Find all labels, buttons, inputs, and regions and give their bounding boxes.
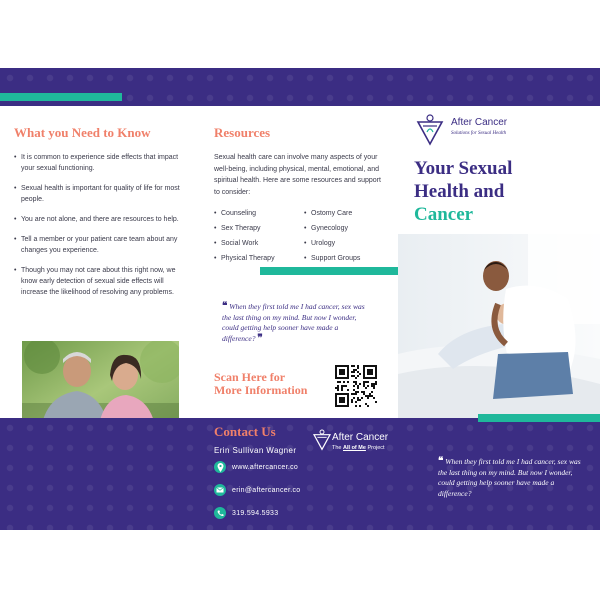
- resources-col-1: Counseling Sex Therapy Social Work Physi…: [214, 207, 304, 267]
- location-pin-icon: [214, 461, 226, 473]
- contact-logo: After Cancer The All of Me Project: [312, 428, 402, 458]
- middle-panel: Resources Sexual health care can involve…: [214, 125, 384, 267]
- email-icon: [214, 484, 226, 496]
- scan-heading-line-1: Scan Here for: [214, 370, 286, 384]
- tagline-suffix: Project: [367, 445, 385, 451]
- resource-item: Gynecology: [304, 222, 384, 235]
- resource-item: Urology: [304, 237, 384, 250]
- cover-title-line-2: Health and: [414, 181, 505, 202]
- contact-phone[interactable]: 319.594.5933: [232, 509, 279, 517]
- middle-quote: ❝ When they first told me I had cancer, …: [222, 301, 372, 344]
- scan-heading-line-2: More Information: [214, 383, 308, 397]
- after-cancer-logo-icon: [416, 114, 444, 146]
- resource-item: Physical Therapy: [214, 252, 304, 265]
- teal-accent-bottom-right: [478, 414, 600, 422]
- contact-logo-tagline: The All of Me Project: [332, 445, 385, 451]
- cover-title-line-1: Your Sexual: [414, 158, 513, 179]
- cover-couple-photo: [398, 234, 600, 418]
- info-bullets: It is common to experience side effects …: [14, 152, 184, 298]
- teal-accent-middle: [260, 267, 398, 275]
- open-quote-mark: ❝: [222, 301, 228, 312]
- resource-item: Support Groups: [304, 252, 384, 265]
- cover-quote: ❝ When they first told me I had cancer, …: [438, 456, 588, 499]
- resources-intro: Sexual health care can involve many aspe…: [214, 154, 381, 196]
- contact-email[interactable]: erin@aftercancer.co: [232, 486, 301, 494]
- brochure: What you Need to Know It is common to ex…: [0, 68, 600, 530]
- contact-website[interactable]: www.aftercancer.co: [232, 463, 299, 471]
- tagline-prefix: The: [332, 445, 342, 451]
- close-quote-mark: ❞: [257, 332, 263, 344]
- resource-item: Social Work: [214, 237, 304, 250]
- contact-logo-name: After Cancer: [332, 432, 389, 443]
- tagline-em: All of Me: [343, 445, 366, 451]
- resource-item: Sex Therapy: [214, 222, 304, 235]
- cover-title-line-3: Cancer: [414, 204, 474, 225]
- qr-code[interactable]: [335, 365, 377, 407]
- middle-quote-text: When they first told me I had cancer, se…: [222, 302, 365, 343]
- cover-logo: After Cancer Solutions for Sexual Health: [415, 112, 555, 152]
- bottom-band: [0, 418, 600, 530]
- teal-accent-top-left: [0, 93, 122, 101]
- contact-email-row[interactable]: erin@aftercancer.co: [214, 484, 300, 496]
- open-quote-mark: ❝: [438, 456, 444, 467]
- bullet-item: It is common to experience side effects …: [14, 152, 184, 174]
- resource-item: Ostomy Care: [304, 207, 384, 220]
- after-cancer-logo-icon-white: [312, 429, 332, 451]
- cover-logo-tagline: Solutions for Sexual Health: [451, 131, 507, 136]
- contact-website-row[interactable]: www.aftercancer.co: [214, 461, 298, 473]
- cover-title: Your Sexual Health and Cancer: [414, 157, 594, 226]
- bullet-item: You are not alone, and there are resourc…: [14, 214, 184, 225]
- contact-phone-row[interactable]: 319.594.5933: [214, 507, 278, 519]
- left-panel: What you Need to Know It is common to ex…: [14, 125, 184, 307]
- phone-icon: [214, 507, 226, 519]
- cover-logo-name: After Cancer: [451, 117, 508, 128]
- what-you-need-heading: What you Need to Know: [14, 125, 151, 140]
- bullet-item: Sexual health is important for quality o…: [14, 183, 184, 205]
- resources-lists: Counseling Sex Therapy Social Work Physi…: [214, 207, 384, 267]
- contact-heading: Contact Us: [214, 424, 276, 439]
- resource-item: Counseling: [214, 207, 304, 220]
- bullet-item: Tell a member or your patient care team …: [14, 234, 184, 256]
- scan-heading: Scan Here for More Information: [214, 371, 324, 397]
- resources-col-2: Ostomy Care Gynecology Urology Support G…: [304, 207, 384, 267]
- resources-heading: Resources: [214, 125, 271, 140]
- cover-quote-text: When they first told me I had cancer, se…: [438, 457, 581, 498]
- contact-name: Erin Sullivan Wagner: [214, 446, 297, 455]
- bullet-item: Though you may not care about this right…: [14, 265, 184, 298]
